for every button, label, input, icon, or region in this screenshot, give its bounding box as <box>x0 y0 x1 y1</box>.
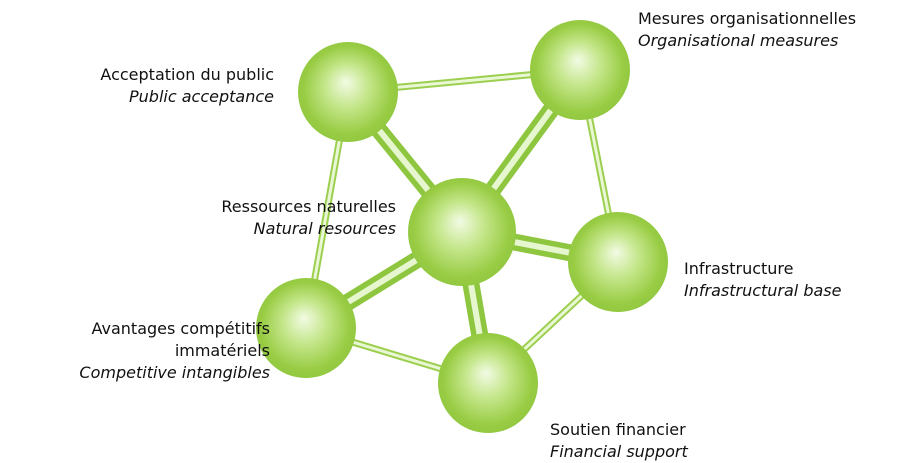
label-financial-support-en: Financial support <box>550 442 688 461</box>
label-financial-support: Soutien financier Financial support <box>550 419 688 463</box>
label-organisational-measures-en: Organisational measures <box>638 31 839 50</box>
node-organisational-measures <box>530 20 630 120</box>
label-infrastructure-en: Infrastructural base <box>684 281 842 300</box>
node-infrastructure <box>568 212 668 312</box>
label-infrastructure-fr: Infrastructure <box>684 259 794 278</box>
label-competitive-intangibles-fr-line2: immatériels <box>174 341 270 360</box>
label-natural-resources-en: Natural resources <box>253 219 396 238</box>
label-public-acceptance-en: Public acceptance <box>129 87 274 106</box>
node-public-acceptance <box>298 42 398 142</box>
label-competitive-intangibles: Avantages compétitifs immatériels Compet… <box>79 318 270 384</box>
label-natural-resources-fr: Ressources naturelles <box>221 197 396 216</box>
node-financial-support <box>438 333 538 433</box>
label-public-acceptance: Acceptation du public Public acceptance <box>100 64 274 108</box>
label-competitive-intangibles-fr-line1: Avantages compétitifs <box>91 319 271 338</box>
label-natural-resources: Ressources naturelles Natural resources <box>221 196 396 240</box>
label-infrastructure: Infrastructure Infrastructural base <box>684 258 841 302</box>
label-competitive-intangibles-en: Competitive intangibles <box>79 363 270 382</box>
nodes <box>256 20 668 433</box>
label-financial-support-fr: Soutien financier <box>550 420 686 439</box>
label-organisational-measures-fr: Mesures organisationnelles <box>638 9 857 28</box>
node-competitive-intangibles <box>256 278 356 378</box>
label-organisational-measures: Mesures organisationnelles Organisationa… <box>638 8 856 52</box>
node-natural-resources <box>408 178 516 286</box>
label-public-acceptance-fr: Acceptation du public <box>100 65 274 84</box>
